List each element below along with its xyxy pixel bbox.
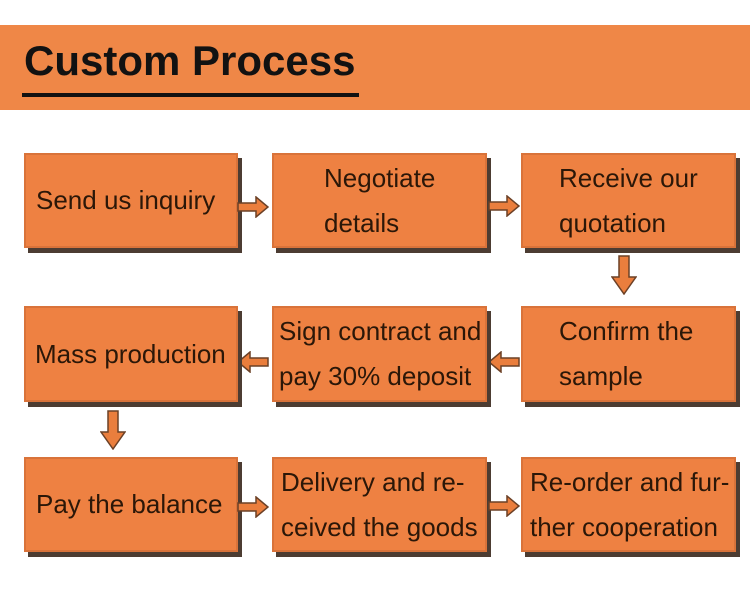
flow-box-label: Sign contract and [279,316,482,346]
flow-box-label: Pay the balance [36,489,223,519]
arrow-right-icon [237,196,269,218]
arrow-right-icon [488,495,520,517]
flow-box-confirm-sample: Confirm the sample [521,306,736,402]
flow-box-negotiate-details: Negotiate details [272,153,487,248]
flow-box-label: pay 30% deposit [279,361,472,391]
flow-box-sign-contract: Sign contract and pay 30% deposit [272,306,487,402]
arrow-right-icon [488,195,520,217]
flow-box-pay-balance: Pay the balance [24,457,238,552]
flow-box-label: Delivery and re- [281,466,465,497]
flow-box-label: Re-order and fur- [530,466,730,497]
header-band: Custom Process [0,25,750,110]
flow-box-label: ceived the goods [281,511,478,542]
flow-box-label: details [324,207,400,238]
flow-box-delivery-goods: Delivery and re- ceived the goods [272,457,487,552]
flow-box-reorder-cooperation: Re-order and fur- ther cooperation [521,457,736,552]
flow-box-mass-production: Mass production [24,306,238,402]
page-title: Custom Process [22,31,360,97]
flow-box-label: Mass production [35,338,226,369]
arrow-right-icon [237,496,269,518]
arrow-left-icon [488,351,520,373]
flow-box-label: Confirm the [559,316,694,346]
flow-box-send-us-inquiry: Send us inquiry [24,153,238,248]
flow-box-label: quotation [559,207,666,238]
arrow-left-icon [237,351,269,373]
arrow-down-icon [100,410,126,450]
flow-box-label: Receive our [559,162,698,193]
flow-box-label: Negotiate [324,162,436,193]
flow-box-label: sample [559,361,643,391]
flow-box-label: Send us inquiry [36,185,216,215]
flow-box-label: ther cooperation [530,511,718,542]
flow-box-receive-quotation: Receive our quotation [521,153,736,248]
arrow-down-icon [611,255,637,295]
